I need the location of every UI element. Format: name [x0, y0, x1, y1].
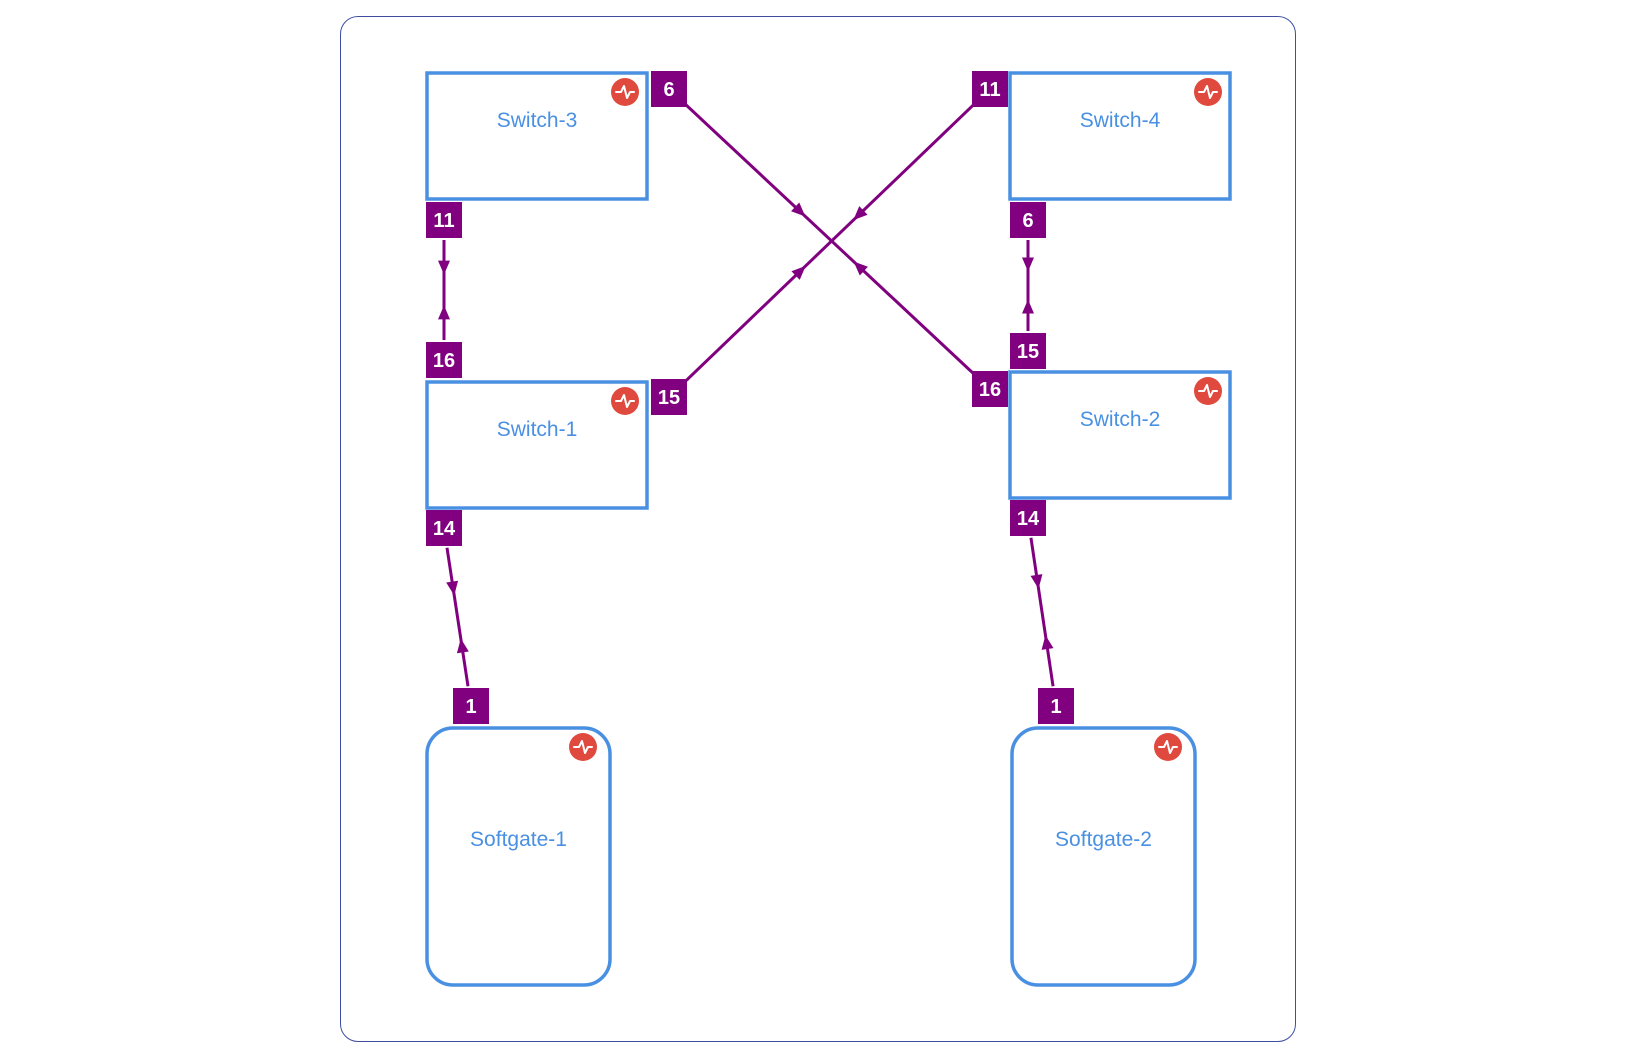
node-label: Softgate-1 [470, 828, 567, 851]
link-arrow-backward [1022, 299, 1034, 314]
pulse-icon [611, 387, 639, 415]
link-arrow-forward [791, 202, 806, 217]
port-s2-16[interactable]: 16 [972, 371, 1008, 407]
diagram-frame [340, 16, 1296, 1042]
port-box[interactable] [1010, 333, 1046, 369]
node-softgate-2[interactable]: Softgate-2 [1010, 726, 1197, 987]
port-box[interactable] [651, 71, 687, 107]
link-s3-11-s1-16[interactable] [438, 240, 450, 340]
port-box[interactable] [426, 342, 462, 378]
port-box[interactable] [651, 379, 687, 415]
port-box[interactable] [426, 510, 462, 546]
pulse-icon [1154, 733, 1182, 761]
pulse-icon [569, 733, 597, 761]
node-switch-4[interactable]: Switch-4 [1008, 71, 1232, 201]
node-switch-2[interactable]: Switch-2 [1008, 370, 1232, 500]
link-s4-6-s2-15[interactable] [1022, 240, 1034, 331]
port-box[interactable] [1010, 500, 1046, 536]
port-label: 6 [1022, 210, 1033, 232]
node-label: Switch-4 [1080, 109, 1161, 132]
node-label: Softgate-2 [1055, 828, 1152, 851]
node-label: Switch-1 [497, 418, 578, 441]
port-box[interactable] [1010, 202, 1046, 238]
switch-box[interactable] [1008, 370, 1232, 500]
link-arrow-forward [446, 580, 459, 596]
port-box[interactable] [972, 371, 1008, 407]
node-switch-3[interactable]: Switch-3 [425, 71, 649, 201]
port-label: 1 [1050, 696, 1061, 718]
port-s1-14[interactable]: 14 [426, 510, 462, 546]
port-s4-11[interactable]: 11 [972, 71, 1008, 107]
port-box[interactable] [972, 71, 1008, 107]
link-line[interactable] [445, 547, 470, 687]
link-arrow-forward [853, 206, 868, 221]
pulse-icon [1194, 78, 1222, 106]
port-label: 14 [1017, 508, 1040, 530]
node-switch-1[interactable]: Switch-1 [425, 380, 649, 510]
port-s2-15[interactable]: 15 [1010, 333, 1046, 369]
port-label: 16 [433, 350, 455, 372]
port-s2-14[interactable]: 14 [1010, 500, 1046, 536]
port-label: 14 [433, 518, 456, 540]
node-label: Switch-2 [1080, 408, 1161, 431]
node-softgate-1[interactable]: Softgate-1 [425, 726, 612, 987]
softgate-box[interactable] [1010, 726, 1197, 987]
port-s1-15[interactable]: 15 [651, 379, 687, 415]
link-line[interactable] [682, 101, 977, 377]
pulse-icon [611, 78, 639, 106]
switch-box[interactable] [425, 380, 649, 510]
port-label: 6 [663, 79, 674, 101]
switch-box[interactable] [1008, 71, 1232, 201]
port-label: 16 [979, 379, 1001, 401]
port-s3-6[interactable]: 6 [651, 71, 687, 107]
link-arrow-backward [456, 638, 469, 654]
port-s4-6[interactable]: 6 [1010, 202, 1046, 238]
node-label: Switch-3 [497, 109, 578, 132]
link-arrow-backward [438, 305, 450, 320]
link-arrow-forward [1022, 257, 1034, 272]
link-s4-11-s1-15[interactable] [682, 101, 977, 385]
link-arrow-forward [438, 260, 450, 275]
port-label: 11 [979, 79, 1000, 101]
link-s2-14-sg2-1[interactable] [1029, 537, 1055, 687]
link-arrow-backward [1041, 635, 1054, 650]
switch-box[interactable] [425, 71, 649, 201]
port-sg1-1[interactable]: 1 [453, 688, 489, 724]
port-s3-11[interactable]: 11 [426, 202, 462, 238]
port-box[interactable] [1038, 688, 1074, 724]
pulse-icon [1194, 377, 1222, 405]
port-box[interactable] [426, 202, 462, 238]
link-s1-14-sg1-1[interactable] [445, 547, 470, 687]
softgate-box[interactable] [425, 726, 612, 987]
link-s3-6-s2-16[interactable] [682, 101, 977, 377]
port-box[interactable] [453, 688, 489, 724]
port-label: 1 [465, 696, 476, 718]
port-label: 11 [433, 210, 454, 232]
link-arrow-forward [1030, 574, 1043, 589]
port-label: 15 [658, 387, 680, 409]
link-line[interactable] [682, 101, 977, 385]
port-sg2-1[interactable]: 1 [1038, 688, 1074, 724]
link-arrow-backward [791, 265, 806, 280]
port-label: 15 [1017, 341, 1039, 363]
link-line[interactable] [1029, 537, 1055, 687]
port-s1-16[interactable]: 16 [426, 342, 462, 378]
link-arrow-backward [853, 261, 868, 276]
